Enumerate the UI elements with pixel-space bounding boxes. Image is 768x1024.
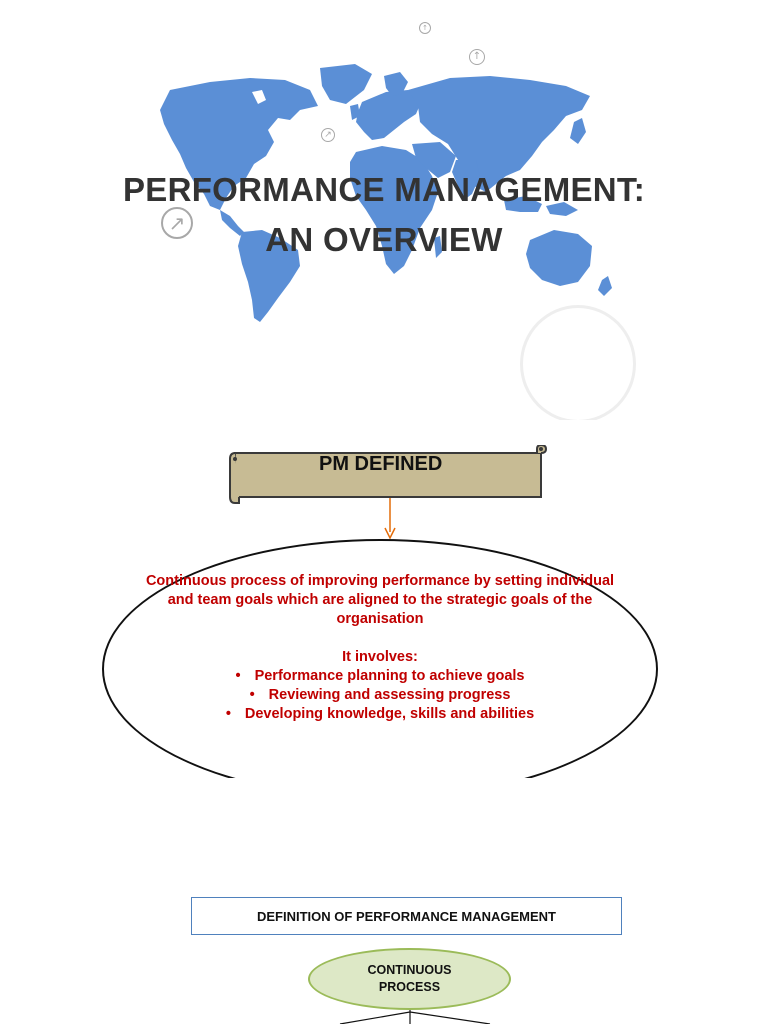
title-line-2: AN OVERVIEW xyxy=(265,221,503,258)
continuous-process-node: CONTINUOUS PROCESS xyxy=(308,948,511,1010)
list-item: •Developing knowledge, skills and abilit… xyxy=(225,706,535,722)
definition-diagram-slide: DEFINITION OF PERFORMANCE MANAGEMENT CON… xyxy=(0,860,768,1024)
arrow-up-icon: ↑ xyxy=(419,22,431,34)
decorative-ring xyxy=(520,305,636,423)
arrow-up-right-icon: ↗ xyxy=(321,128,335,142)
connector-arrow xyxy=(384,498,396,540)
arrow-up-icon: ↑ xyxy=(469,49,485,65)
title-slide: ↗ ↑ ↗ ↑ PERFORMANCE MANAGEMENT: AN OVERV… xyxy=(0,0,768,423)
scroll-banner-label: PM DEFINED xyxy=(319,453,443,475)
list-item: •Performance planning to achieve goals xyxy=(235,668,525,684)
process-label-line-2: PROCESS xyxy=(378,980,441,994)
involves-list: •Performance planning to achieve goals •… xyxy=(140,667,620,724)
definition-text-block: Continuous process of improving performa… xyxy=(140,572,620,724)
scroll-banner xyxy=(229,445,547,504)
list-item: •Reviewing and assessing progress xyxy=(249,687,511,703)
involves-heading: It involves: xyxy=(342,649,418,665)
process-label-line-1: CONTINUOUS xyxy=(367,963,452,977)
definition-heading-box: DEFINITION OF PERFORMANCE MANAGEMENT xyxy=(191,897,622,935)
arrow-up-right-icon: ↗ xyxy=(161,207,193,239)
definition-paragraph: Continuous process of improving performa… xyxy=(145,573,615,627)
tree-connector-lines xyxy=(339,1010,491,1024)
title-line-1: PERFORMANCE MANAGEMENT: xyxy=(122,171,646,208)
world-map-illustration xyxy=(160,64,612,322)
pm-defined-slide: PM DEFINED Continuous process of improvi… xyxy=(0,420,768,838)
